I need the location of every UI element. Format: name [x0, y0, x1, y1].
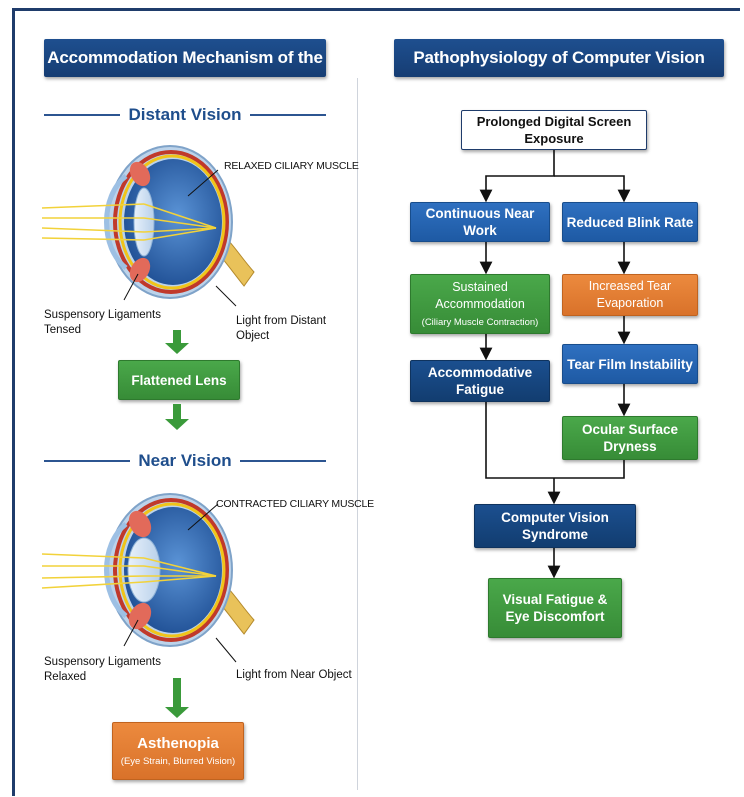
near-eye-illustration [41, 493, 255, 663]
node-computer-vision-syndrome: Computer Vision Syndrome [474, 504, 636, 548]
near-light-label: Light from Near Object [236, 669, 352, 681]
near-vision-label: Near Vision [130, 451, 240, 470]
distant-vision-label: Distant Vision [120, 105, 250, 124]
arrow-to-asthenopia [165, 678, 189, 718]
node-sustained-accommodation: Sustained Accommodation (Ciliary Muscle … [410, 274, 550, 334]
node-ocular-surface-dryness: Ocular Surface Dryness [562, 416, 698, 460]
distant-light-label: Light from Distant Object [236, 315, 327, 342]
asthenopia-box: Asthenopia (Eye Strain, Blurred Vision) [112, 722, 244, 780]
distant-ligaments-label: Suspensory Ligaments Tensed [44, 309, 161, 336]
near-ligaments-label: Suspensory Ligaments Relaxed [44, 656, 161, 683]
node-visual-fatigue: Visual Fatigue & Eye Discomfort [488, 578, 622, 638]
arrow-to-flattened-lens [165, 330, 189, 354]
relaxed-ciliary-muscle-label: RELAXED CILIARY MUSCLE [224, 160, 359, 172]
node-reduced-blink-rate: Reduced Blink Rate [562, 202, 698, 242]
flattened-lens-box: Flattened Lens [118, 360, 240, 400]
contracted-ciliary-muscle-label: CONTRACTED CILIARY MUSCLE [216, 498, 374, 510]
node-increased-tear-evaporation: Increased Tear Evaporation [562, 274, 698, 316]
near-vision-heading: Near Vision [44, 449, 326, 473]
panel-divider [357, 78, 358, 790]
distant-eye-illustration [41, 145, 255, 307]
node-screen-exposure: Prolonged Digital Screen Exposure [461, 110, 647, 150]
distant-vision-heading: Distant Vision [44, 103, 326, 127]
node-tear-film-instability: Tear Film Instability [562, 344, 698, 384]
node-accommodative-fatigue: Accommodative Fatigue [410, 360, 550, 402]
figure-frame [12, 8, 740, 796]
node-continuous-near-work: Continuous Near Work [410, 202, 550, 242]
left-panel-title: Accommodation Mechanism of the Eye [44, 39, 326, 105]
arrow-after-flattened-lens [165, 404, 189, 430]
right-panel-title: Pathophysiology of Computer Vision Syndr… [394, 39, 724, 105]
